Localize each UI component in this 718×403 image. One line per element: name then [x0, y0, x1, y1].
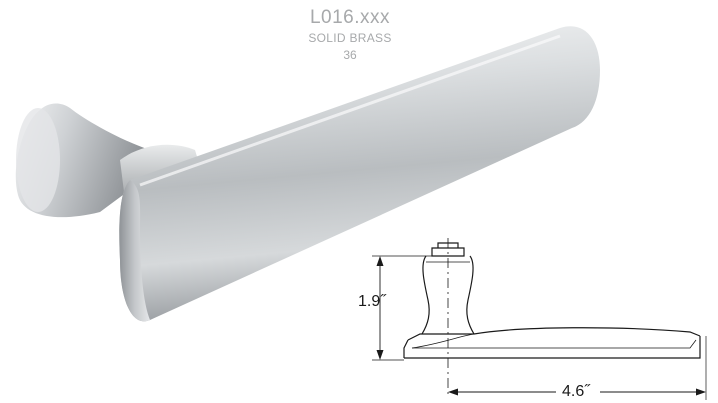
- length-dimension-label: 4.6˝: [562, 383, 590, 400]
- product-finish: 36: [343, 48, 357, 62]
- product-code: L016.xxx: [309, 7, 391, 28]
- lever-body: [119, 26, 600, 322]
- product-label: L016.xxx SOLID BRASS 36: [280, 6, 420, 64]
- length-dimension-line: [448, 336, 707, 400]
- height-dimension-line: [372, 255, 432, 361]
- height-dimension-label: 1.9˝: [358, 293, 386, 310]
- lever-rose: [15, 103, 151, 218]
- product-material: SOLID BRASS: [308, 31, 392, 45]
